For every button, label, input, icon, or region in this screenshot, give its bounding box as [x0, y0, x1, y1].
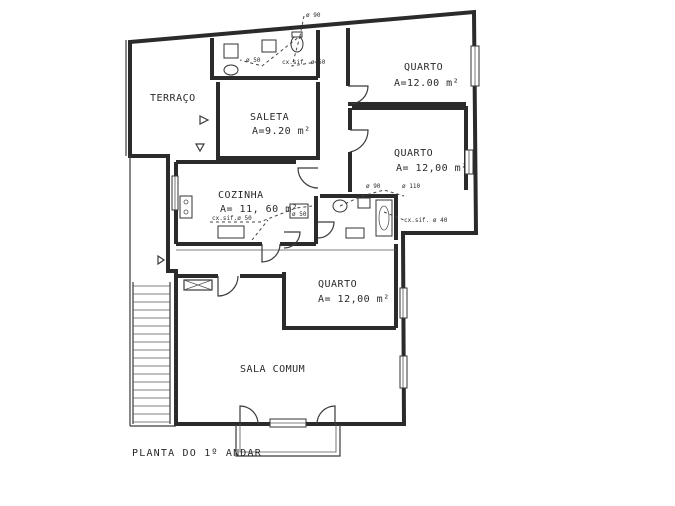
quarto-mid-area: A= 12,00 m²	[396, 163, 468, 174]
sala-comum-label: SALA COMUM	[240, 364, 305, 375]
terraco-label: TERRAÇO	[150, 93, 196, 104]
wardrobe	[183, 279, 213, 291]
quarto-top-name: QUARTO	[404, 62, 443, 73]
vent-note-bath: cx.sif. ø 40	[404, 217, 448, 224]
doors	[217, 85, 369, 425]
windows	[171, 45, 480, 428]
vent-note-kitchen: cx.sif.ø 50	[212, 215, 252, 222]
quarto-bottom-area: A= 12,00 m²	[318, 294, 390, 305]
pipe-note-50-kitchen: ø 50	[292, 211, 307, 218]
balcony	[235, 424, 341, 457]
interior-walls	[174, 28, 468, 330]
quarto-mid-name: QUARTO	[394, 148, 433, 159]
saleta-name: SALETA	[250, 112, 289, 123]
plumbing-lines	[210, 15, 405, 241]
quarto-top-area: A=12.00 m²	[394, 78, 459, 89]
pipe-note-90-top: ø 90	[306, 12, 321, 19]
entry-markers	[157, 115, 210, 266]
room-labels: TERRAÇO SALETA A=9.20 m² QUARTO A=12.00 …	[150, 62, 468, 375]
cozinha-name: COZINHA	[218, 190, 264, 201]
quarto-bottom-name: QUARTO	[318, 279, 357, 290]
terrace	[129, 156, 176, 427]
plumbing-annotations: ø 90 ø 50 cx.sif. ø 50 cx.sif.ø 50 ø 50 …	[212, 12, 448, 224]
bathroom-fixtures	[179, 31, 393, 239]
saleta-area: A=9.20 m²	[252, 126, 311, 137]
cozinha-area: A= 11, 60 m²	[220, 204, 298, 215]
stair	[132, 282, 171, 424]
plan-caption: PLANTA DO 1º ANDAR	[132, 448, 262, 459]
pipe-note-110-bath: ø 110	[402, 183, 420, 190]
pipe-note-50-top: ø 50	[246, 57, 261, 64]
pipe-note-90-bath: ø 90	[366, 183, 381, 190]
vent-note-top: cx.sif. ø 50	[282, 59, 326, 66]
exterior-walls	[125, 9, 479, 426]
